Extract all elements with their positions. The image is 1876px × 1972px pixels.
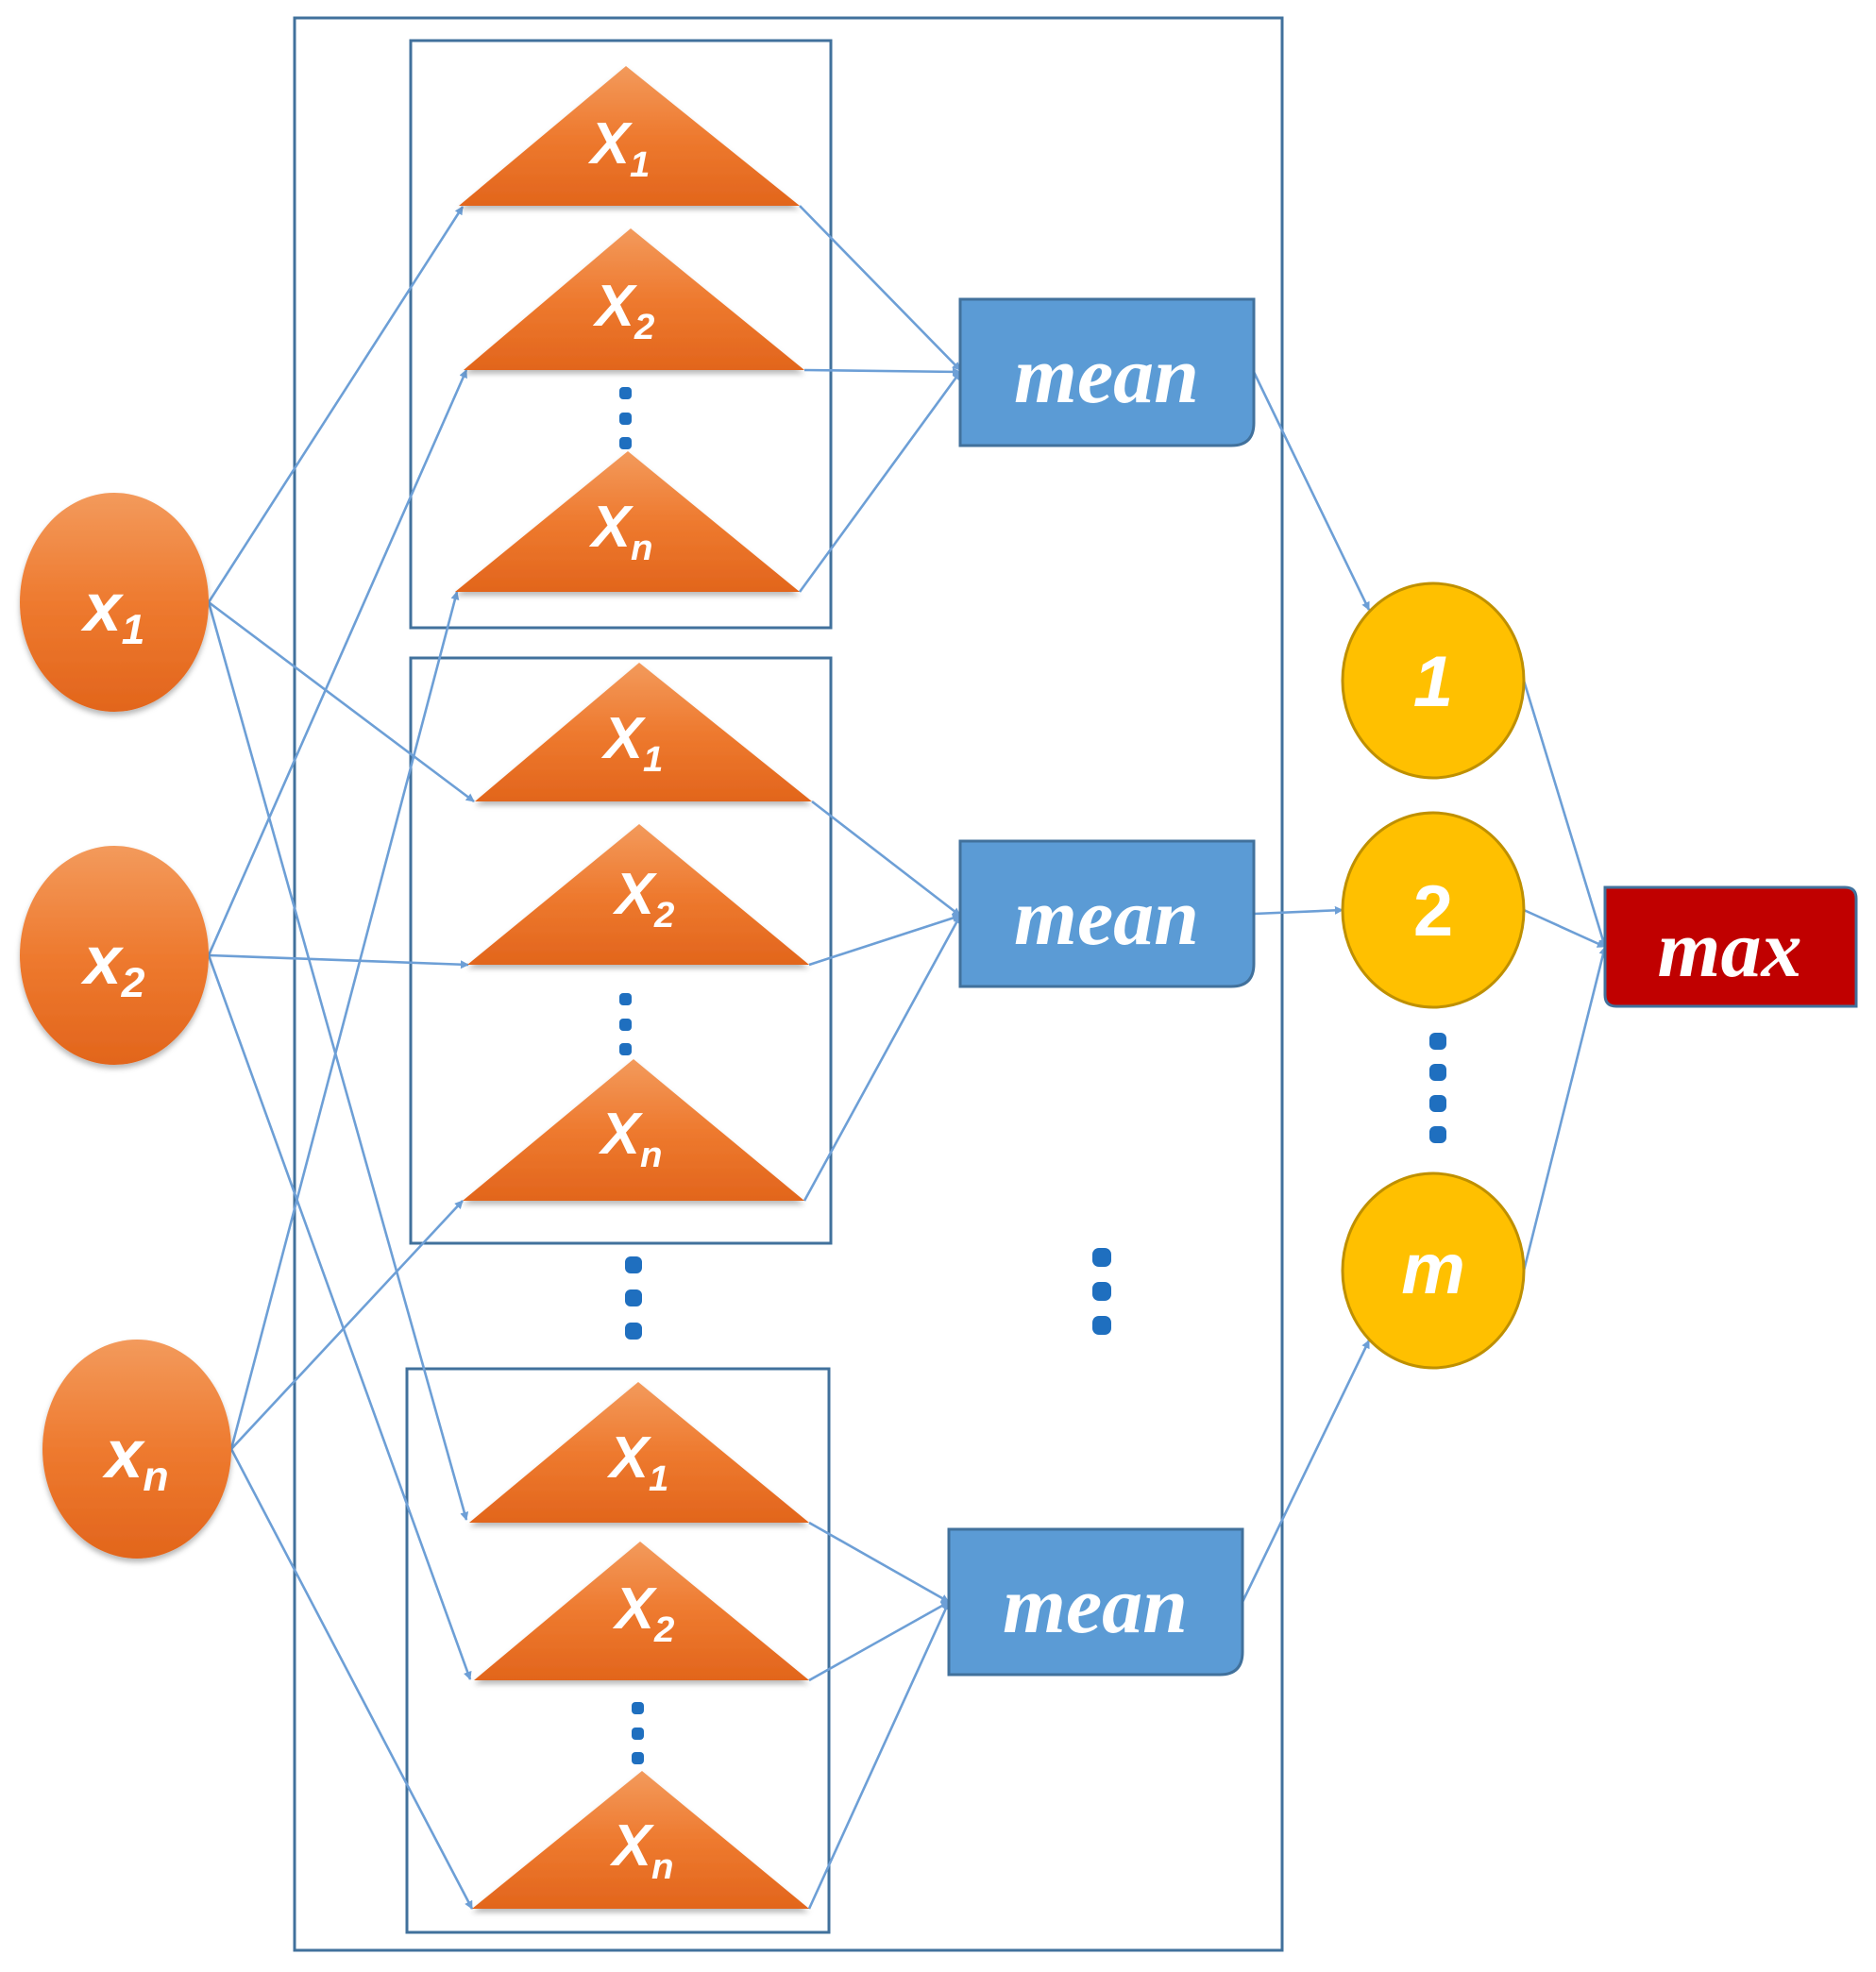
tree-node: Xn xyxy=(463,1059,804,1201)
tree-node: X1 xyxy=(459,66,800,206)
connector-arrow xyxy=(799,205,961,371)
tree-triangle xyxy=(467,824,809,965)
output-node-circle xyxy=(1341,811,1526,1009)
tree-group-3: X1 X2 Xn xyxy=(469,1382,809,1909)
mean-box-shape xyxy=(947,1527,1244,1677)
connector-arrow xyxy=(1523,908,1606,949)
connector-arrow xyxy=(230,1200,464,1450)
output-ellipsis xyxy=(1429,1033,1446,1143)
frames xyxy=(293,16,1284,1952)
connector-arrow xyxy=(811,800,961,918)
tree-triangle xyxy=(463,1059,804,1201)
tree-node: X2 xyxy=(464,228,804,370)
tree-node: Xn xyxy=(472,1771,809,1909)
mean-box-3: mean xyxy=(947,1527,1244,1677)
tree-node: X1 xyxy=(469,1382,809,1523)
tree-group-frame-3 xyxy=(405,1367,831,1934)
mean-label: mean xyxy=(1003,1559,1188,1650)
output-node-label: 2 xyxy=(1413,871,1453,952)
tree-node: X1 xyxy=(475,663,812,801)
input-node-label: x1 xyxy=(80,570,145,653)
connector-arrow xyxy=(803,367,961,377)
input-node-label: xn xyxy=(101,1417,168,1500)
tree-ellipsis xyxy=(619,387,632,449)
tree-label: X1 xyxy=(588,111,651,185)
input-node-circle xyxy=(20,846,209,1065)
tree-ellipsis xyxy=(619,993,632,1055)
tree-node: X2 xyxy=(467,824,809,965)
connector-arrow xyxy=(207,369,468,956)
connector-arrow xyxy=(808,1521,950,1604)
tree-label: Xn xyxy=(599,1102,663,1175)
mean-column-ellipsis xyxy=(1092,1248,1111,1335)
output-node-circle xyxy=(1341,581,1526,780)
outer-frame xyxy=(293,16,1284,1952)
tree-label: X1 xyxy=(601,706,664,780)
mean-box-shape xyxy=(958,839,1256,988)
connector-arrow xyxy=(1241,1340,1371,1603)
connector-arrow xyxy=(207,601,469,1521)
tree-group-frame-2 xyxy=(409,656,833,1245)
output-node-label: m xyxy=(1401,1229,1465,1309)
connector-arrow xyxy=(1522,946,1608,1272)
tree-node: Xn xyxy=(455,451,800,592)
max-label: max xyxy=(1658,903,1802,994)
output-node-label: 1 xyxy=(1413,642,1453,722)
mean-label: mean xyxy=(1014,871,1199,962)
mean-label: mean xyxy=(1014,329,1199,420)
output-node-1: 1 xyxy=(1341,581,1526,780)
tree-group-frame-1 xyxy=(409,39,833,630)
tree-triangle xyxy=(464,228,804,370)
input-node-label: x2 xyxy=(80,923,145,1006)
mean-box-2: mean xyxy=(958,839,1256,988)
tree-triangle xyxy=(459,66,800,206)
tree-label: X2 xyxy=(613,862,675,935)
output-node-circle xyxy=(1341,1171,1526,1370)
connector-arrow xyxy=(207,954,472,1680)
tree-label: Xn xyxy=(610,1813,674,1887)
tree-triangle xyxy=(455,451,800,592)
connector-arrow xyxy=(808,1600,950,1682)
output-node-2: 2 xyxy=(1341,811,1526,1009)
tree-triangle xyxy=(474,1542,809,1680)
tree-label: X2 xyxy=(613,1576,675,1650)
connector-arrow xyxy=(1522,680,1607,948)
connector-arrow xyxy=(798,371,962,593)
tree-triangle xyxy=(469,1382,809,1523)
max-box: max xyxy=(1603,885,1858,1008)
tree-triangle xyxy=(472,1771,809,1909)
connector-arrow xyxy=(208,953,469,969)
connector-arrow xyxy=(807,1601,951,1910)
mean-box-1: mean xyxy=(958,297,1256,447)
connectors xyxy=(207,205,1608,1910)
tree-label: X1 xyxy=(607,1425,669,1499)
tree-group-1: X1 X2 Xn xyxy=(455,66,804,592)
connector-arrow xyxy=(803,915,962,1202)
tree-label: Xn xyxy=(589,495,653,568)
output-node-m: m xyxy=(1341,1171,1526,1370)
connector-arrow xyxy=(808,914,961,967)
mean-box-shape xyxy=(958,297,1256,447)
input-node-1: x1 xyxy=(20,493,209,712)
input-node-n: xn xyxy=(42,1340,231,1559)
connector-arrow xyxy=(229,1448,474,1910)
tree-ellipsis xyxy=(632,1702,644,1764)
input-node-2: x2 xyxy=(20,846,209,1065)
tree-label: X2 xyxy=(593,274,655,347)
connector-arrow xyxy=(208,600,475,803)
input-node-circle xyxy=(42,1340,231,1559)
tree-group-2: X1 X2 Xn xyxy=(463,663,812,1201)
tree-node: X2 xyxy=(474,1542,809,1680)
connector-arrow xyxy=(1252,371,1371,611)
connector-arrow xyxy=(229,591,460,1450)
connector-arrow xyxy=(207,206,465,603)
input-node-circle xyxy=(20,493,209,712)
max-box-shape xyxy=(1603,885,1858,1008)
connector-arrow xyxy=(1253,905,1344,916)
tree-groups-ellipsis xyxy=(625,1256,642,1340)
tree-triangle xyxy=(475,663,812,801)
